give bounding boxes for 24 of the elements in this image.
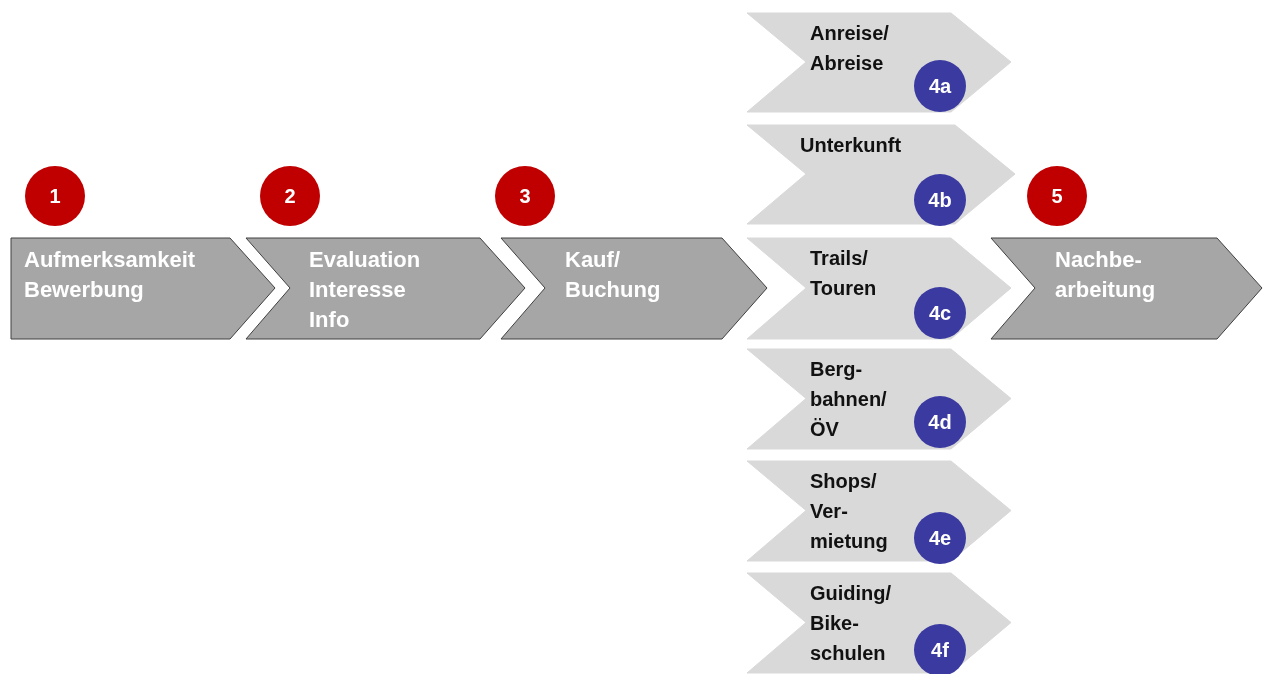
sub-step — [746, 124, 1016, 225]
step-label: Anreise/ Abreise — [810, 21, 890, 76]
step-label: Evaluation Interesse Info — [309, 246, 422, 334]
step-label: Trails/ Touren — [810, 246, 878, 301]
step-label: Kauf/ Buchung — [565, 246, 662, 304]
step-number-badge: 5 — [1027, 166, 1087, 226]
sub-step — [746, 460, 1012, 562]
step-label: Unterkunft — [800, 133, 903, 158]
step-label: Guiding/ Bike- schulen — [810, 581, 893, 666]
process-step — [10, 237, 276, 340]
process-step — [500, 237, 768, 340]
process-step — [990, 237, 1263, 340]
step-label: Berg- bahnen/ ÖV — [810, 357, 888, 442]
sub-step — [746, 12, 1012, 113]
step-label: Nachbe- arbeitung — [1055, 246, 1157, 304]
sub-step — [746, 348, 1012, 450]
step-number-badge: 1 — [25, 166, 85, 226]
sub-step — [746, 237, 1012, 340]
step-number-badge: 2 — [260, 166, 320, 226]
step-label: Shops/ Ver- mietung — [810, 469, 889, 554]
step-number-badge: 3 — [495, 166, 555, 226]
step-label: Aufmerksamkeit Bewerbung — [24, 246, 197, 304]
process-step — [245, 237, 526, 340]
sub-step — [746, 572, 1012, 674]
